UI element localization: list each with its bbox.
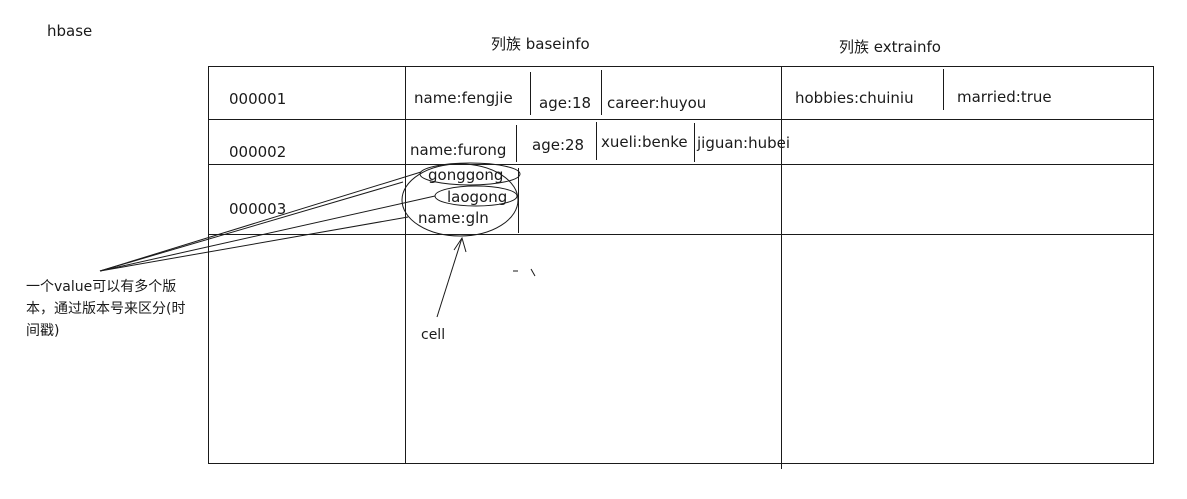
- row-key: 000001: [229, 90, 287, 108]
- family-header-baseinfo: 列族 baseinfo: [491, 35, 590, 53]
- annotation-line: [99, 181, 404, 272]
- stray-mark: [530, 268, 536, 277]
- version-ellipse-large: [401, 163, 519, 237]
- versions-note: 一个value可以有多个版本，通过版本号来区分(时间戳): [26, 279, 186, 339]
- cell-arrow-line: [436, 237, 463, 318]
- cell-value: hobbies:chuiniu: [795, 89, 914, 107]
- family-header-extrainfo: 列族 extrainfo: [839, 38, 941, 56]
- cell-value: xueli:benke: [601, 133, 688, 151]
- cell-value: career:huyou: [607, 94, 707, 112]
- cell-label: cell: [421, 327, 446, 343]
- annotation-line: [99, 195, 436, 272]
- cell-value: name:fengjie: [414, 89, 513, 107]
- cell-value: name:furong: [410, 141, 507, 159]
- version-value: laogong: [447, 188, 508, 206]
- version-value: gonggong: [428, 166, 504, 184]
- row-key: 000002: [229, 143, 287, 161]
- version-ellipse: [419, 162, 521, 186]
- annotation-line: [99, 216, 409, 272]
- diagram-title: hbase: [47, 22, 93, 40]
- row-key: 000003: [229, 200, 287, 218]
- cell-arrow-head: [453, 236, 467, 253]
- cell-value: age:28: [532, 136, 585, 154]
- cell-value: jiguan:hubei: [697, 134, 791, 152]
- version-value: name:gln: [418, 209, 489, 227]
- cell-value: married:true: [957, 88, 1052, 106]
- table-border: [208, 66, 1154, 464]
- cell-value: age:18: [539, 94, 592, 112]
- annotation-line: [99, 171, 422, 272]
